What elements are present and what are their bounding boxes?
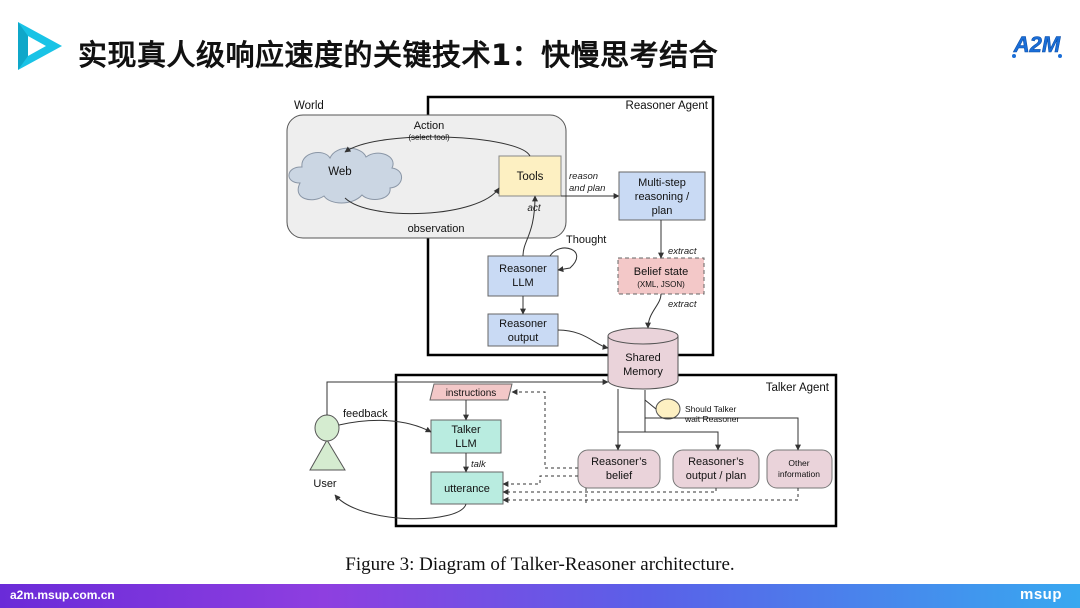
shared-memory-label-1: Shared <box>625 352 660 364</box>
multistep-label-2: reasoning / <box>635 191 690 203</box>
reasoner-llm-label-2: LLM <box>512 277 533 289</box>
figure-caption: Figure 3: Diagram of Talker-Reasoner arc… <box>345 554 735 575</box>
reasoner-output-box <box>487 313 559 347</box>
feedback-label: feedback <box>343 408 388 420</box>
user-label: User <box>313 478 337 490</box>
multistep-label-3: plan <box>652 205 673 217</box>
world-label: World <box>294 100 324 112</box>
other-info-label-2: information <box>778 469 820 479</box>
talker-agent-label: Talker Agent <box>766 382 830 394</box>
reasoners-belief-label-1: Reasoner’s <box>591 456 647 468</box>
talker-llm-box <box>430 419 502 454</box>
extract-bottom-label: extract <box>668 299 697 310</box>
belief-label-2: (XML, JSON) <box>637 280 685 289</box>
multistep-label-1: Multi-step <box>638 177 686 189</box>
web-label: Web <box>328 166 351 178</box>
reason-label-1: reason <box>569 171 598 182</box>
extract-top-label: extract <box>668 246 697 257</box>
svg-text:A2M: A2M <box>1013 32 1061 57</box>
reasoner-output-label-2: output <box>508 332 539 344</box>
tools-label: Tools <box>517 171 544 183</box>
shared-memory-label-2: Memory <box>623 366 663 378</box>
talker-llm-label-1: Talker <box>451 424 481 436</box>
reason-label-2: and plan <box>569 183 605 194</box>
brand-logo: A2M <box>1012 32 1062 58</box>
instructions-label: instructions <box>446 388 497 399</box>
tools-box <box>498 155 562 197</box>
reasoner-output-label-1: Reasoner <box>499 318 547 330</box>
footer-bar: a2m.msup.com.cn msup <box>0 584 1080 608</box>
reasoner-agent-label: Reasoner Agent <box>626 100 709 112</box>
page-title: 实现真人级响应速度的关键技术1：快慢思考结合 <box>78 38 719 72</box>
should-wait-label-2: wait Reasoner <box>684 414 740 424</box>
action-label: Action <box>414 120 445 132</box>
observation-label: observation <box>408 223 465 235</box>
talk-label: talk <box>471 459 487 470</box>
action-sub-label: (select tool) <box>408 133 450 142</box>
belief-label-1: Belief state <box>634 266 688 278</box>
footer-brand: msup <box>1019 586 1062 603</box>
play-logo-icon <box>18 22 62 70</box>
reasoners-plan-label-1: Reasoner’s <box>688 456 744 468</box>
reasoner-llm-label-1: Reasoner <box>499 263 547 275</box>
shared-memory-cylinder <box>607 327 679 390</box>
web-cloud <box>288 147 402 204</box>
thought-label: Thought <box>566 234 606 246</box>
act-label: act <box>527 203 542 214</box>
reasoners-plan-label-2: output / plan <box>686 470 747 482</box>
other-info-label-1: Other <box>788 458 809 468</box>
user-figure <box>309 414 346 471</box>
reasoner-llm-box <box>487 255 559 297</box>
should-wait-label-1: Should Talker <box>685 404 737 414</box>
footer-url: a2m.msup.com.cn <box>10 588 115 602</box>
instructions-box <box>429 383 513 401</box>
utterance-box <box>430 471 504 505</box>
talker-llm-label-2: LLM <box>455 438 476 450</box>
reasoners-belief-label-2: belief <box>606 470 633 482</box>
should-wait-circle <box>655 398 681 420</box>
multistep-box <box>618 171 706 221</box>
talker-reasoner-diagram: World Reasoner Agent Action (select tool… <box>286 95 838 528</box>
utterance-label: utterance <box>444 483 490 495</box>
